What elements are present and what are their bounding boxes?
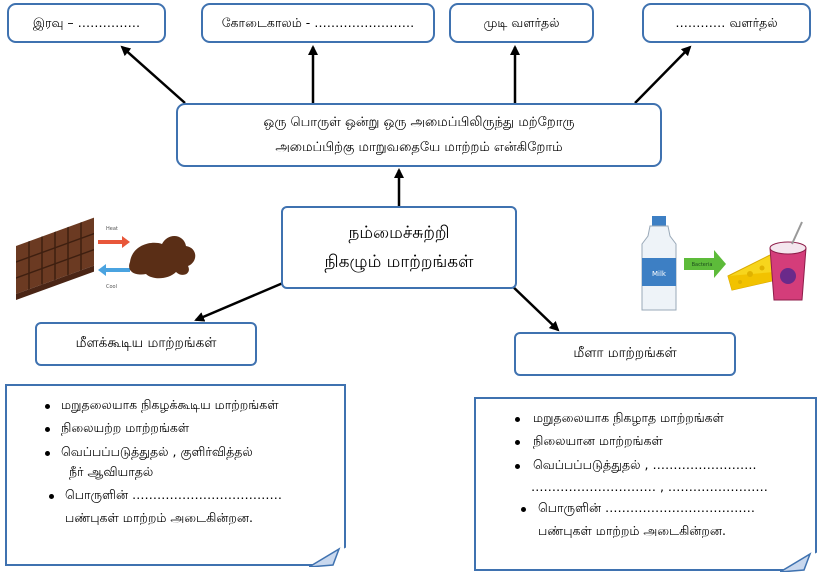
hair-growth-box-text: முடி வளர்தல் — [483, 14, 560, 30]
reversible-item: நீர் ஆவியாதல் — [69, 464, 154, 479]
definition-line-2: அமைப்பிற்கு மாறுவதையே மாற்றம் என்கிறோம் — [275, 140, 563, 155]
bullet-icon — [515, 417, 520, 422]
chocolate-bar-icon — [16, 217, 94, 300]
bullet-icon — [49, 494, 54, 499]
reversible-item: வெப்பப்படுத்துதல் , குளிர்வித்தல் — [61, 444, 253, 459]
irreversible-item: வெப்பப்படுத்துதல் , ……………………. — [533, 457, 757, 472]
cool-label: Cool — [106, 284, 117, 290]
irreversible-item: பண்புகள் மாற்றம் அடைகின்றன. — [538, 523, 727, 538]
bullet-icon — [515, 464, 520, 469]
growth-box-text: ………… வளர்தல் — [675, 14, 778, 30]
irreversible-note: மறுதலையாக நிகழாத மாற்றங்கள் நிலையான மாற்… — [474, 397, 818, 572]
summer-box-text: கோடைகாலம் - …………………… — [221, 14, 415, 30]
night-box: இரவு – …………… — [7, 3, 166, 43]
irreversible-item: மறுதலையாக நிகழாத மாற்றங்கள் — [533, 410, 724, 425]
night-box-text: இரவு – …………… — [32, 14, 141, 30]
irreversible-title: மீளா மாற்றங்கள் — [573, 345, 677, 361]
bullet-icon — [45, 404, 50, 409]
definition-line-1: ஒரு பொருள் ஒன்று ஒரு அமைப்பிலிருந்து மற்… — [263, 115, 575, 130]
yogurt-cup-icon — [769, 221, 807, 301]
milk-to-cheese-image: Milk Bacteria — [641, 216, 807, 311]
heat-label: Heat — [106, 226, 118, 232]
arrow-to-night — [120, 45, 186, 104]
chocolate-melting-image: Heat Cool — [16, 217, 196, 300]
irreversible-item: நிலையான மாற்றங்கள் — [533, 433, 663, 448]
definition-box: ஒரு பொருள் ஒன்று ஒரு அமைப்பிலிருந்து மற்… — [176, 103, 662, 167]
milk-label: Milk — [652, 270, 667, 278]
cool-arrow-icon — [98, 264, 130, 276]
bullet-icon — [521, 507, 526, 512]
reversible-title-box: மீளக்கூடிய மாற்றங்கள் — [35, 322, 257, 366]
root-line-1: நம்மைச்சுற்றி — [348, 222, 450, 243]
heat-arrow-icon — [98, 236, 130, 248]
arrow-to-reversible — [194, 278, 291, 322]
cheese-icon — [727, 253, 777, 291]
bullet-icon — [45, 451, 50, 456]
root-box: நம்மைச்சுற்றி நிகழும் மாற்றங்கள் — [281, 206, 517, 289]
reversible-item: மறுதலையாக நிகழக்கூடிய மாற்றங்கள் — [61, 397, 279, 412]
hair-growth-box: முடி வளர்தல் — [449, 3, 594, 43]
page-curl-icon — [780, 552, 818, 572]
root-line-2: நிகழும் மாற்றங்கள் — [324, 251, 474, 272]
green-arrow-icon — [684, 250, 726, 278]
reversible-title: மீளக்கூடிய மாற்றங்கள் — [75, 335, 217, 351]
irreversible-title-box: மீளா மாற்றங்கள் — [514, 332, 736, 376]
reversible-item: நிலையற்ற மாற்றங்கள் — [61, 420, 190, 435]
page-curl-icon — [309, 547, 347, 567]
irreversible-item: பொருளின் ……………………………… — [538, 500, 756, 515]
bacteria-label: Bacteria — [692, 262, 713, 268]
reversible-item: பொருளின் ……………………………… — [65, 487, 283, 502]
arrow-to-irreversible — [507, 281, 560, 332]
growth-box: ………… வளர்தல் — [642, 3, 811, 43]
milk-bottle-icon: Milk — [641, 216, 677, 311]
summer-box: கோடைகாலம் - …………………… — [201, 3, 435, 43]
irreversible-item: ………………………… , …………………… — [531, 479, 768, 494]
bullet-icon — [515, 440, 520, 445]
bullet-icon — [45, 427, 50, 432]
arrow-to-growth — [634, 45, 692, 104]
melted-chocolate-icon — [129, 235, 196, 279]
reversible-item: பண்புகள் மாற்றம் அடைகின்றன. — [65, 510, 254, 525]
reversible-note: மறுதலையாக நிகழக்கூடிய மாற்றங்கள் நிலையற்… — [5, 384, 347, 567]
